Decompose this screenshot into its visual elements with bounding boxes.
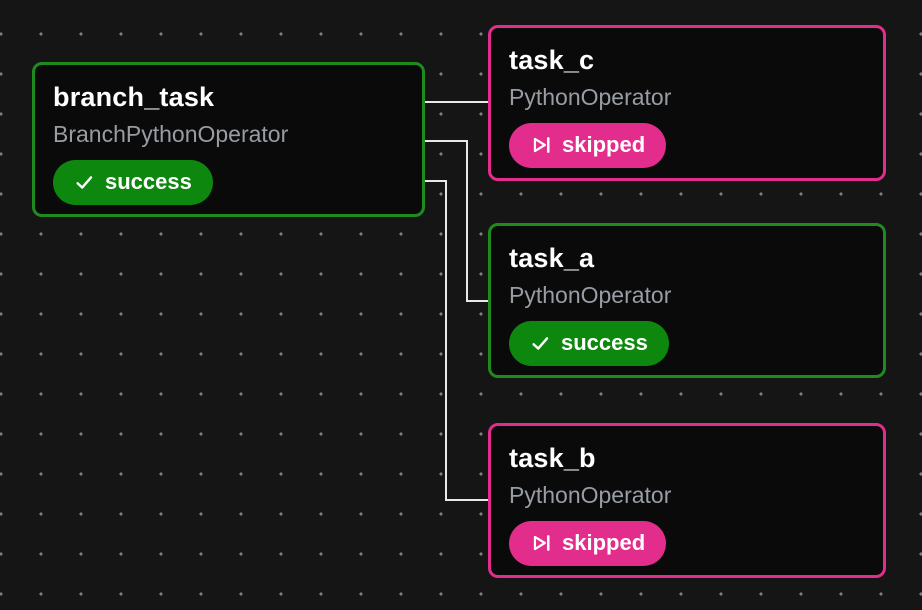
task-operator: BranchPythonOperator <box>53 121 289 148</box>
task-state-badge-success[interactable]: success <box>53 159 213 205</box>
task-state-badge-skipped[interactable]: skipped <box>509 122 667 168</box>
task-title: task_b <box>509 443 596 473</box>
task-operator: PythonOperator <box>509 84 672 111</box>
task-title: task_c <box>509 45 595 75</box>
check-icon <box>74 172 95 193</box>
task-state-label: skipped <box>562 132 646 158</box>
edge-branch_task-to-task_b <box>425 180 488 501</box>
task-node-branch_task[interactable]: branch_task BranchPythonOperator success <box>32 62 425 217</box>
skip-to-next-icon <box>530 532 552 554</box>
skip-to-next-icon <box>530 134 552 156</box>
task-state-badge-success[interactable]: success <box>509 320 669 366</box>
edge-branch_task-to-task_a <box>425 140 488 302</box>
task-node-task_b[interactable]: task_b PythonOperator skipped <box>488 423 886 578</box>
task-state-label: skipped <box>562 530 646 556</box>
task-state-badge-skipped[interactable]: skipped <box>509 520 667 566</box>
task-operator: PythonOperator <box>509 282 672 309</box>
task-title: task_a <box>509 243 595 273</box>
check-icon <box>530 333 551 354</box>
task-title: branch_task <box>53 82 215 112</box>
task-state-label: success <box>561 330 648 356</box>
task-state-label: success <box>105 169 192 195</box>
task-node-task_a[interactable]: task_a PythonOperator success <box>488 223 886 378</box>
task-node-task_c[interactable]: task_c PythonOperator skipped <box>488 25 886 181</box>
task-operator: PythonOperator <box>509 482 672 509</box>
